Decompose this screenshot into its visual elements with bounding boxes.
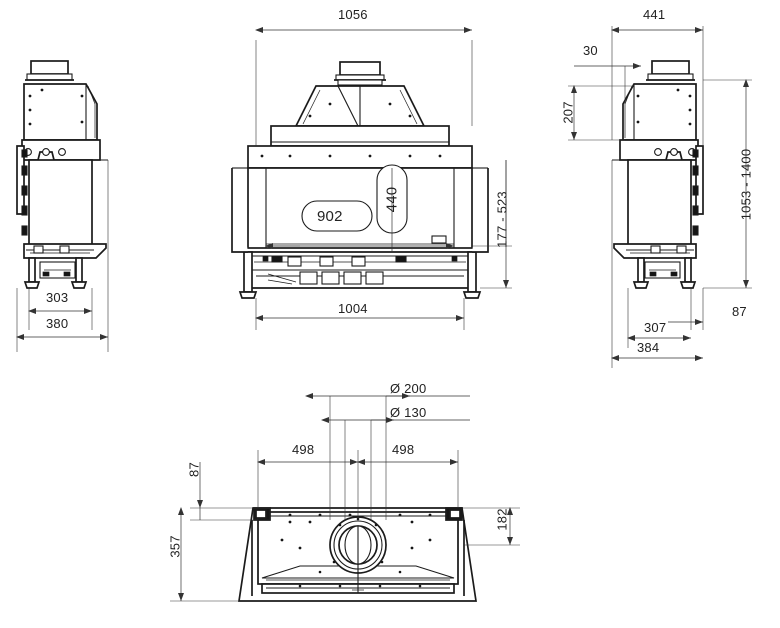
dim-plan-flue-outer-diameter: Ø 200 — [390, 381, 427, 396]
dim-plan-overall-depth: 357 — [167, 535, 183, 558]
dim-left-depth-outer: 380 — [46, 316, 69, 331]
dim-plan-left-half-width: 498 — [292, 442, 315, 457]
right-side-view — [568, 26, 752, 368]
left-side-view — [16, 60, 109, 352]
dim-right-foot-offset: 87 — [732, 304, 747, 319]
callout-glass-height: 440 — [383, 186, 401, 213]
dim-plan-right-half-width: 498 — [392, 442, 415, 457]
dim-right-total-height-range: 1053 - 1400 — [738, 148, 754, 221]
dim-plan-side-offset: 182 — [494, 508, 510, 531]
dim-plan-flue-inner-diameter: Ø 130 — [390, 405, 427, 420]
dim-front-opening-height-range: 177 - 523 — [494, 191, 510, 248]
front-view — [231, 27, 512, 330]
dim-left-depth-inner: 303 — [46, 290, 69, 305]
plan-view — [170, 393, 520, 602]
dim-plan-front-offset: 87 — [186, 462, 202, 477]
dim-right-body-depth: 441 — [643, 7, 666, 22]
dim-right-depth-outer: 384 — [637, 340, 660, 355]
dim-right-upper-height: 207 — [560, 101, 576, 124]
dim-right-depth-inner: 307 — [644, 320, 667, 335]
dim-right-rear-offset: 30 — [583, 43, 598, 58]
dim-front-base-width: 1004 — [338, 301, 368, 316]
dim-front-overall-width: 1056 — [338, 7, 368, 22]
callout-glass-width: 902 — [317, 208, 343, 225]
